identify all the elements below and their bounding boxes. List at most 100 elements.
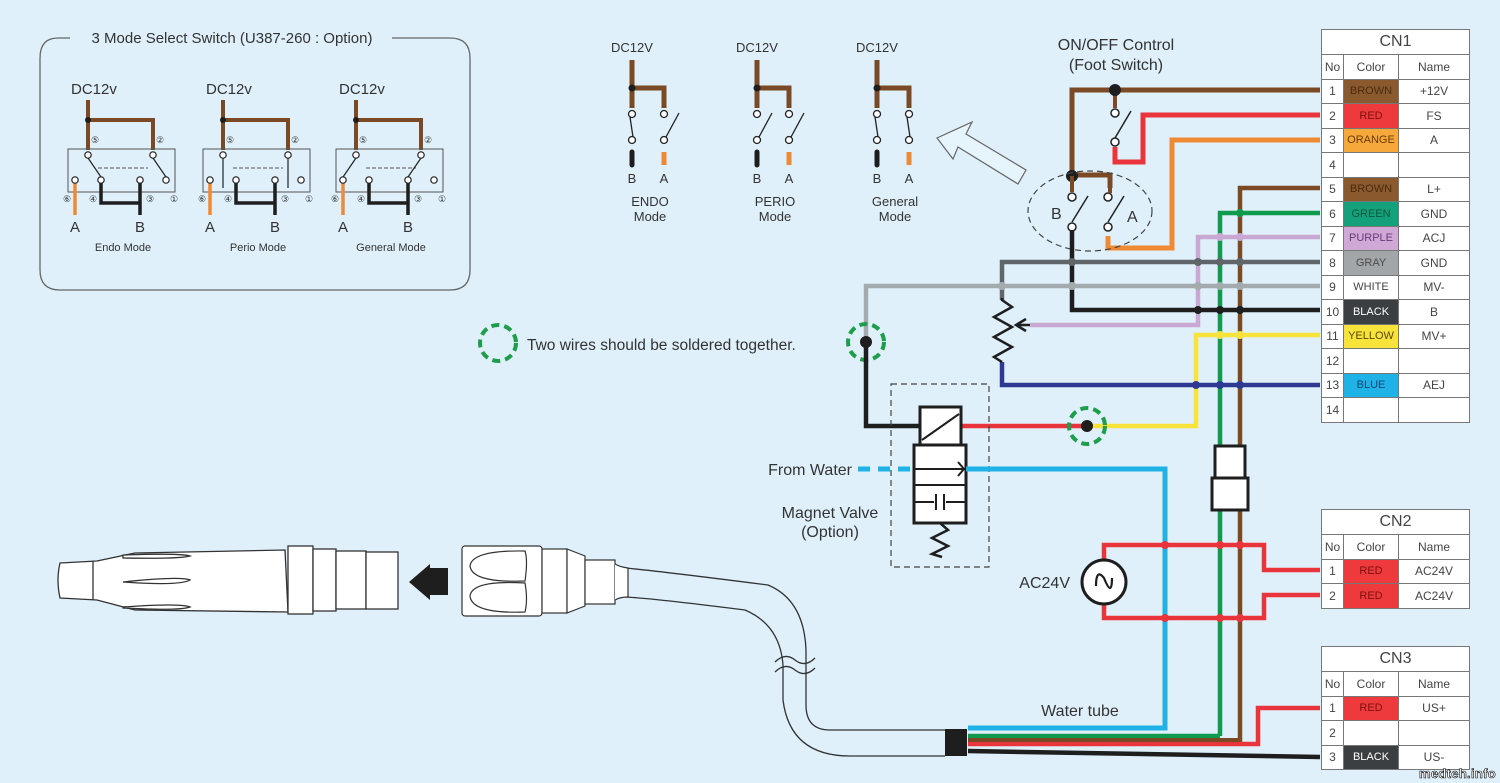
pin-label: ④ [89,194,97,204]
cn1-cell-color [1343,152,1399,178]
simp-mode-line2: Mode [759,209,792,224]
cn3-cell-name [1398,720,1470,746]
cn1-cell-color: BROWN [1343,78,1399,104]
cn3-cell-no: 3 [1321,744,1344,770]
panel-supply-label: DC12v [206,81,252,98]
magnet-valve-label-line1: Magnet Valve [782,505,879,522]
junction-dot [1109,84,1121,96]
col-header-no: No [1321,534,1344,560]
cn1-row: 4 [1321,152,1470,178]
mode-switch-title: 3 Mode Select Switch (U387-260 : Option) [92,30,373,47]
col-header-name: Name [1398,534,1470,560]
output-b-label: B [270,219,280,236]
cn1-cell-no: 1 [1321,78,1344,104]
pin-label: ② [291,135,299,145]
pin-label: ① [438,194,446,204]
mode-label: Endo Mode [95,242,151,254]
simp-mode-line2: Mode [879,209,912,224]
cn1-cell-no: 9 [1321,274,1344,300]
cn1-cell-name: AEJ [1398,372,1470,398]
cn1-cell-color: PURPLE [1343,225,1399,251]
pin-label: ⑥ [198,194,206,204]
panel-supply-label: DC12v [339,81,385,98]
cn1-cell-color: BLACK [1343,299,1399,325]
pin-label: ① [305,194,313,204]
solder-legend-icon [478,323,518,363]
cn1-cell-name: MV+ [1398,323,1470,349]
inline-connector [1210,444,1250,512]
cn1-cell-no: 13 [1321,372,1344,398]
cn2-cell-color: RED [1343,583,1399,609]
simp-mode-line2: Mode [634,209,667,224]
cn1-title: CN1 [1321,29,1470,55]
simp-out-b: B [873,171,882,186]
watermark: medteh.info [1419,766,1496,782]
solder-note: Two wires should be soldered together. [527,337,796,354]
cn1-cell-no: 8 [1321,250,1344,276]
simp-supply-label: DC12V [856,40,898,55]
cn1-cell-name: GND [1398,250,1470,276]
cn1-cell-color [1343,348,1399,374]
foot-switch-label-b: B [1051,206,1062,223]
cn3-cell-no: 2 [1321,720,1344,746]
pin-label: ⑥ [331,194,339,204]
cn1-cell-name: MV- [1398,274,1470,300]
wire-crossovers [998,209,1244,389]
simp-out-a: A [660,171,669,186]
cn3-black-wire [967,748,1321,760]
col-header-color: Color [1343,671,1399,697]
output-b-label: B [403,219,413,236]
pin-label: ② [156,135,164,145]
cn1-row: 12 [1321,348,1470,374]
pin-label: ④ [357,194,365,204]
mode-switch-box: 3 Mode Select Switch (U387-260 : Option)… [39,30,471,291]
pin-label: ⑤ [359,135,367,145]
simp-out-a: A [785,171,794,186]
cn1-cell-name [1398,397,1470,423]
foot-switch-label-a: A [1127,209,1138,226]
water-line [966,466,1168,731]
cn1-cell-name [1398,152,1470,178]
cn3-cell-color [1343,720,1399,746]
cn1-cell-name: B [1398,299,1470,325]
pin-label: ① [170,194,178,204]
handpiece-cable [624,567,945,757]
pin-label: ⑥ [63,194,71,204]
cn1-cell-name [1398,348,1470,374]
cn1-cell-no: 2 [1321,103,1344,129]
simp-supply-label: DC12V [736,40,778,55]
cn1-cell-no: 5 [1321,176,1344,202]
output-a-label: A [205,219,215,236]
ac-source-icon [1080,558,1128,606]
pin-label: ② [424,135,432,145]
cable-clamp [945,729,967,756]
output-b-label: B [135,219,145,236]
col-header-no: No [1321,671,1344,697]
pin-label: ③ [281,194,289,204]
cn3-cell-color: BLACK [1343,744,1399,770]
magnet-valve [890,383,990,568]
simp-supply-label: DC12V [611,40,653,55]
cn1-cell-color: GRAY [1343,250,1399,276]
col-header-no: No [1321,54,1344,80]
cn2-cell-no: 2 [1321,583,1344,609]
cn3-cell-name: US- [1398,744,1470,770]
cn1-cell-color: WHITE [1343,274,1399,300]
foot-switch-title-line1: ON/OFF Control [1058,37,1174,54]
cn1-cell-color: BROWN [1343,176,1399,202]
solder-point-icon [1067,406,1107,446]
